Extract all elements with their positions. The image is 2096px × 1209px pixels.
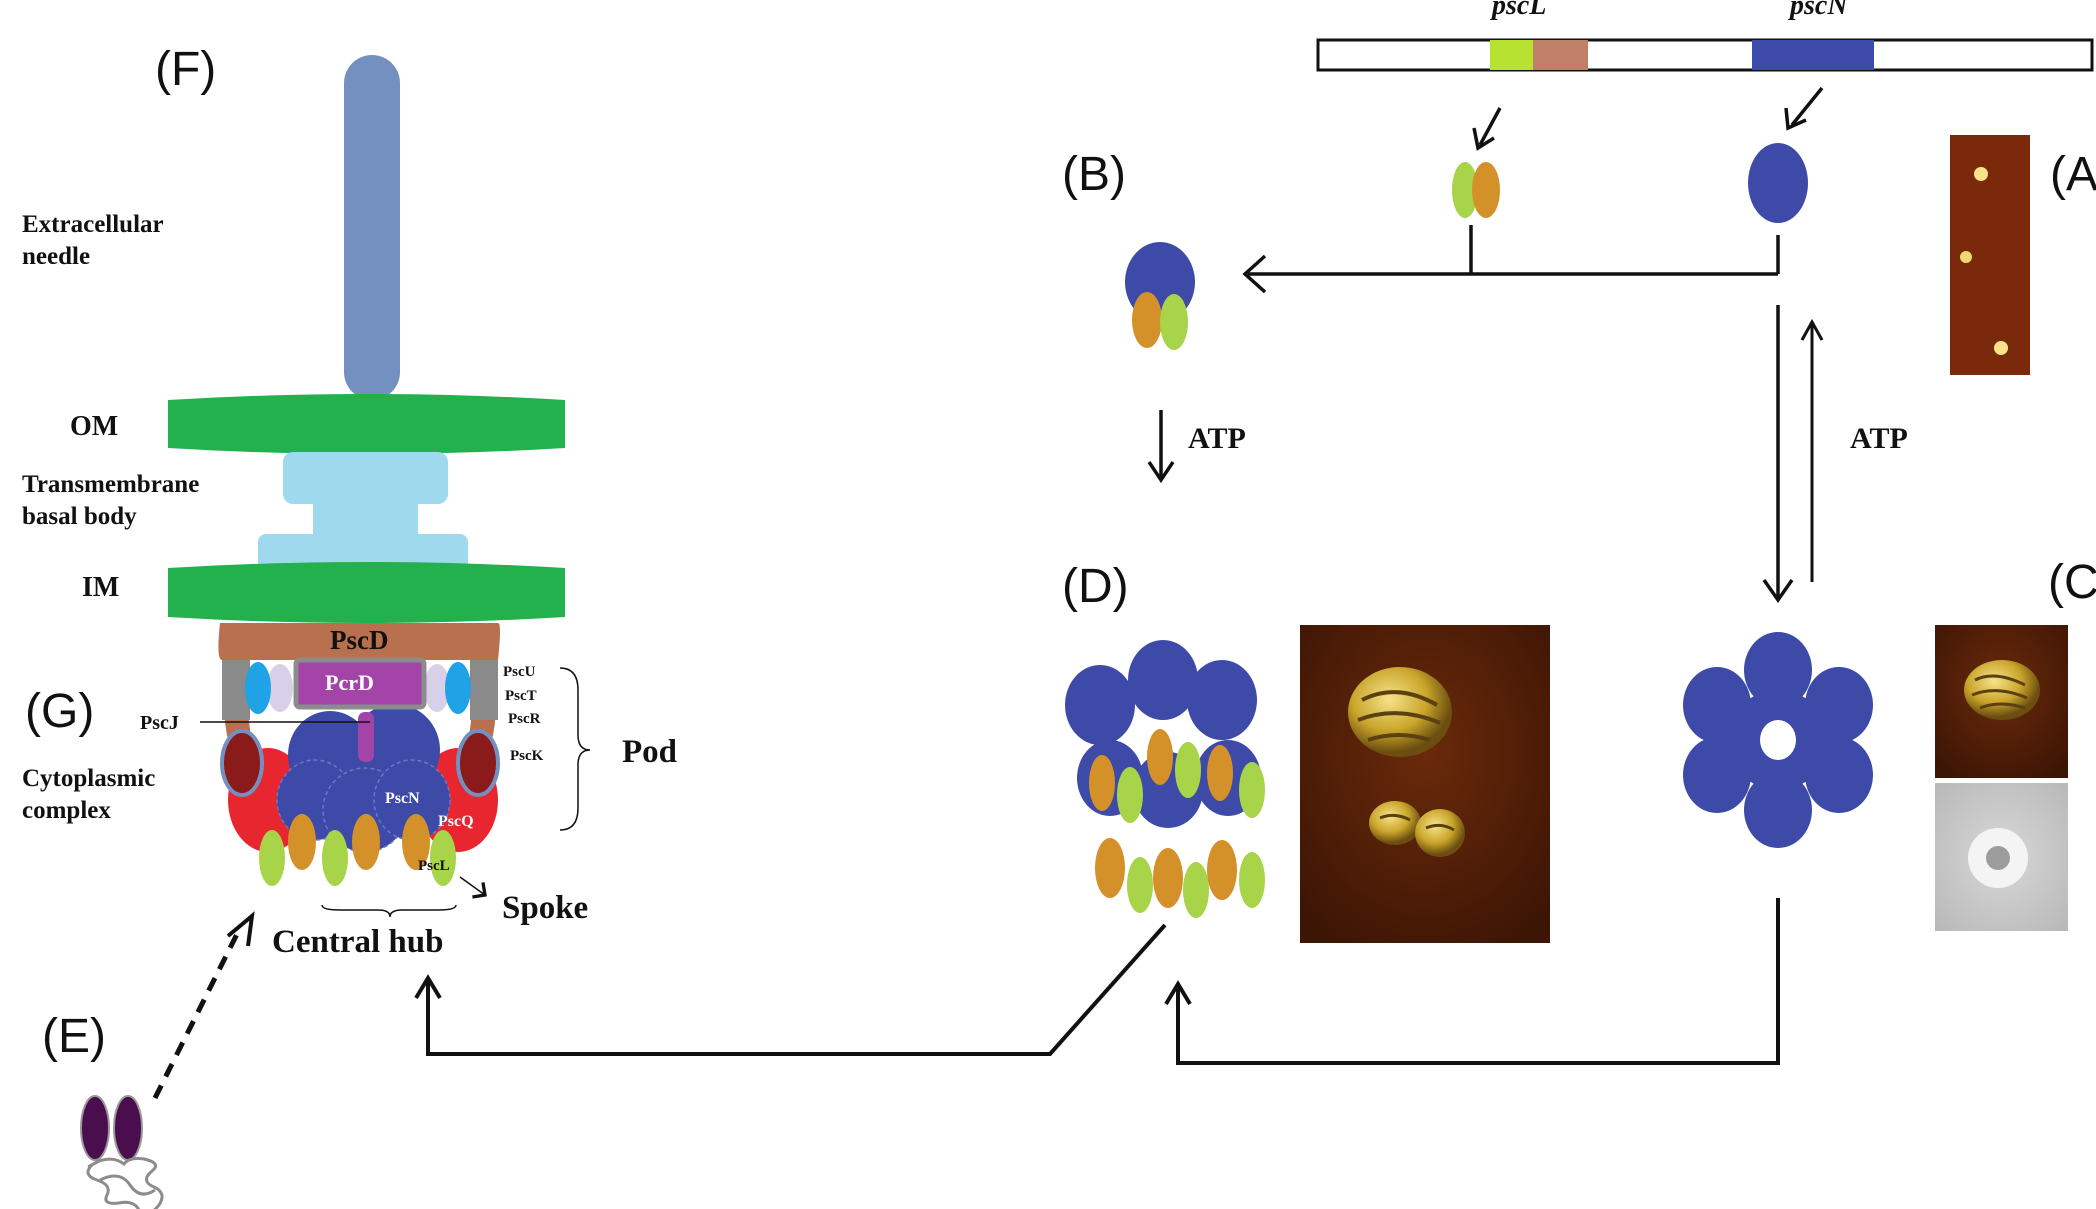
panel-label-E: (E) <box>42 1010 106 1063</box>
gene-pscN <box>1752 40 1874 70</box>
arrow-atp-down-head <box>1762 578 1794 604</box>
label-central-hub: Central hub <box>272 924 443 960</box>
spoke-arrow <box>459 876 487 899</box>
label-cytoplasmic: Cytoplasmic <box>22 765 155 792</box>
label-pscL-gene: pscL <box>1490 0 1546 21</box>
arrow-C-to-D <box>1176 898 1780 1065</box>
dashed-arrow-head <box>226 911 255 947</box>
pscK-left <box>220 729 264 797</box>
dimer-icon <box>80 1095 164 1209</box>
extracellular-needle <box>344 55 400 400</box>
pscD-ring <box>218 623 500 660</box>
label-pcrD: PcrD <box>325 670 374 695</box>
pod-gray-right <box>470 660 498 720</box>
panel-label-D: (D) <box>1062 560 1129 613</box>
label-im: IM <box>82 572 119 603</box>
dodecamer-complex-D <box>1065 640 1265 918</box>
label-pod: Pod <box>622 734 677 770</box>
label-pscQ: PscQ <box>438 813 474 830</box>
label-atp-left: ATP <box>1188 422 1246 455</box>
label-atp-right: ATP <box>1850 422 1908 455</box>
hexamer-ring-icon <box>1683 632 1873 848</box>
label-pscD: PscD <box>330 625 388 655</box>
arrow-head-D <box>1164 980 1192 1006</box>
basal-body-upper <box>283 452 448 504</box>
label-pscK: PscK <box>510 748 544 764</box>
pscU-right <box>445 662 471 714</box>
dashed-arrow-E <box>152 926 243 1100</box>
pod-lavender-right <box>424 664 450 712</box>
gene-pscL-brown <box>1533 40 1588 70</box>
panel-label-A: (A <box>2050 148 2096 201</box>
pscK-spoke <box>352 814 380 870</box>
central-hub-brace <box>321 904 457 918</box>
label-pscN-inner: PscN <box>385 790 420 807</box>
operon-bar <box>1316 38 2094 72</box>
em-image-C <box>1935 783 2068 931</box>
afm-image-A <box>1950 135 2030 375</box>
pscK-monomer <box>1472 162 1500 218</box>
panel-label-B: (B) <box>1062 148 1126 201</box>
pcrD-stalk <box>358 712 374 762</box>
pod-brace <box>559 667 591 831</box>
arrow-gene-pscL-head <box>1472 127 1495 151</box>
pscK-spoke <box>402 814 430 870</box>
label-needle: needle <box>22 243 90 270</box>
pcrD-box <box>293 657 427 710</box>
pscL-monomer <box>1452 162 1478 218</box>
panel-label-F: (F) <box>155 43 216 96</box>
arrow-gene-pscN-head <box>1784 107 1807 131</box>
B-pscK <box>1132 292 1162 348</box>
arrow-D-to-hub <box>426 923 1167 1056</box>
label-transmembrane: Transmembrane <box>22 471 199 498</box>
arrow-gene-pscL <box>1478 107 1502 146</box>
arrow-head-B <box>1242 254 1267 294</box>
afm-image-D <box>1300 625 1550 943</box>
panel-label-G: (G) <box>25 685 94 738</box>
label-spoke: Spoke <box>502 890 588 926</box>
pscK-spoke <box>288 814 316 870</box>
arrow-atp-up-head <box>1800 318 1824 341</box>
label-pscT: PscT <box>505 688 537 704</box>
pscU-left <box>245 662 271 714</box>
arrow-atp-left-head <box>1147 461 1175 484</box>
panel-label-C: (C <box>2048 556 2096 609</box>
label-extracellular: Extracellular <box>22 211 164 238</box>
label-basal-body: basal body <box>22 503 137 530</box>
pod-lavender-left <box>267 664 293 712</box>
arrow-gene-pscN <box>1790 86 1824 127</box>
arrow-head-hub <box>414 974 442 1000</box>
pscL-spoke <box>430 830 456 886</box>
pscN-monomer <box>1748 143 1808 223</box>
label-pscR: PscR <box>508 711 541 727</box>
basal-body-lower <box>258 534 468 570</box>
label-pscJ: PscJ <box>140 712 179 734</box>
pscL-spoke <box>259 830 285 886</box>
B-pscL <box>1160 294 1188 350</box>
gene-pscL-green <box>1490 40 1533 70</box>
label-om: OM <box>70 411 118 442</box>
pscK-right <box>456 729 500 797</box>
label-pscL-inner: PscL <box>418 858 450 874</box>
label-complex: complex <box>22 797 111 824</box>
pscL-spoke <box>322 830 348 886</box>
label-pscN-gene: pscN <box>1788 0 1849 21</box>
label-pscU: PscU <box>503 664 536 680</box>
outer-membrane <box>168 394 565 454</box>
pscN-subunit <box>373 759 451 841</box>
afm-image-C <box>1935 625 2068 778</box>
inner-membrane <box>168 562 565 623</box>
basal-body-middle <box>313 500 418 540</box>
